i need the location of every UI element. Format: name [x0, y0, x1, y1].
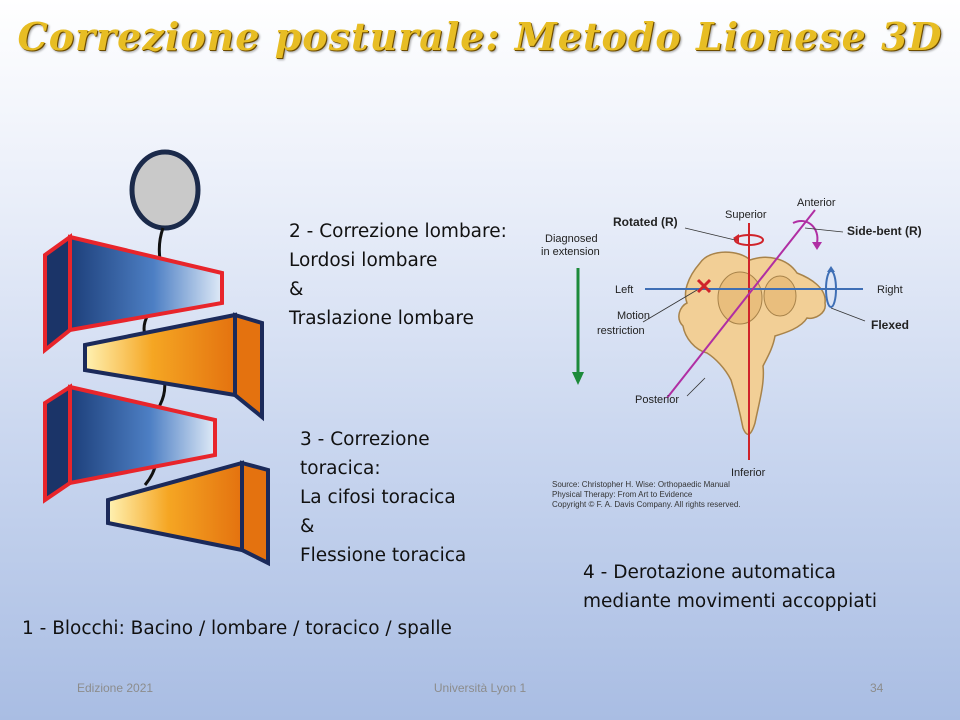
label-right: Right [877, 284, 903, 296]
side-bent-arrow-icon [792, 220, 819, 244]
lumbar-line-3: & [289, 279, 304, 300]
thoracic-correction-text: 3 - Correzione toracica: La cifosi torac… [300, 425, 466, 570]
source-line-2: Physical Therapy: From Art to Evidence [552, 490, 693, 499]
thoracic-line-2: toracica: [300, 458, 381, 479]
lumbar-block [83, 312, 264, 422]
label-rotated: Rotated (R) [613, 215, 678, 229]
slide-title: Correzione posturale: Metodo Lionese 3D [17, 14, 943, 59]
footer-page-number: 34 [870, 681, 884, 695]
lumbar-correction-text: 2 - Correzione lombare: Lordosi lombare … [289, 217, 507, 333]
pelvis-block [106, 460, 270, 567]
thoracic-line-5: Flessione toracica [300, 545, 467, 566]
vertebra-shape [678, 251, 826, 435]
label-diagnosed-1: Diagnosed [545, 233, 598, 245]
lumbar-line-2: Lordosi lombare [289, 250, 438, 271]
shoulder-block [43, 233, 224, 355]
label-motion-1: Motion [617, 310, 650, 322]
derotation-text: 4 - Derotazione automatica mediante movi… [583, 558, 877, 616]
source-line-3: Copyright © F. A. Davis Company. All rig… [552, 500, 740, 509]
label-motion-2: restriction [597, 325, 645, 337]
derotation-line-1: 4 - Derotazione automatica [583, 562, 836, 583]
thoracic-line-1: 3 - Correzione [300, 429, 430, 450]
lumbar-line-4: Traslazione lombare [289, 308, 474, 329]
label-inferior: Inferior [731, 467, 766, 479]
label-side-bent: Side-bent (R) [847, 224, 922, 238]
source-line-1: Source: Christopher H. Wise: Orthopaedic… [552, 480, 730, 489]
footer-university: Università Lyon 1 [433, 681, 527, 695]
thoracic-line-3: La cifosi toracica [300, 487, 456, 508]
head-circle [129, 149, 201, 231]
diagonal-axis [666, 209, 816, 399]
thoracic-line-4: & [300, 516, 315, 537]
blocks-text: 1 - Blocchi: Bacino / lombare / toracico… [22, 618, 452, 639]
label-diagnosed-2: in extension [541, 246, 600, 258]
thoracic-block [43, 383, 217, 504]
label-posterior: Posterior [635, 394, 679, 406]
label-left: Left [615, 284, 633, 296]
label-flexed: Flexed [871, 318, 909, 332]
vertebra-motion-diagram: Rotated (R) Superior Anterior Side-bent … [541, 197, 922, 509]
restriction-x-icon [696, 278, 712, 294]
footer-edition: Edizione 2021 [77, 681, 154, 695]
lumbar-line-1: 2 - Correzione lombare: [289, 221, 507, 242]
derotation-line-2: mediante movimenti accoppiati [583, 591, 878, 612]
label-superior: Superior [725, 209, 767, 221]
posture-blocks-illustration [43, 149, 270, 567]
label-anterior: Anterior [797, 197, 836, 209]
